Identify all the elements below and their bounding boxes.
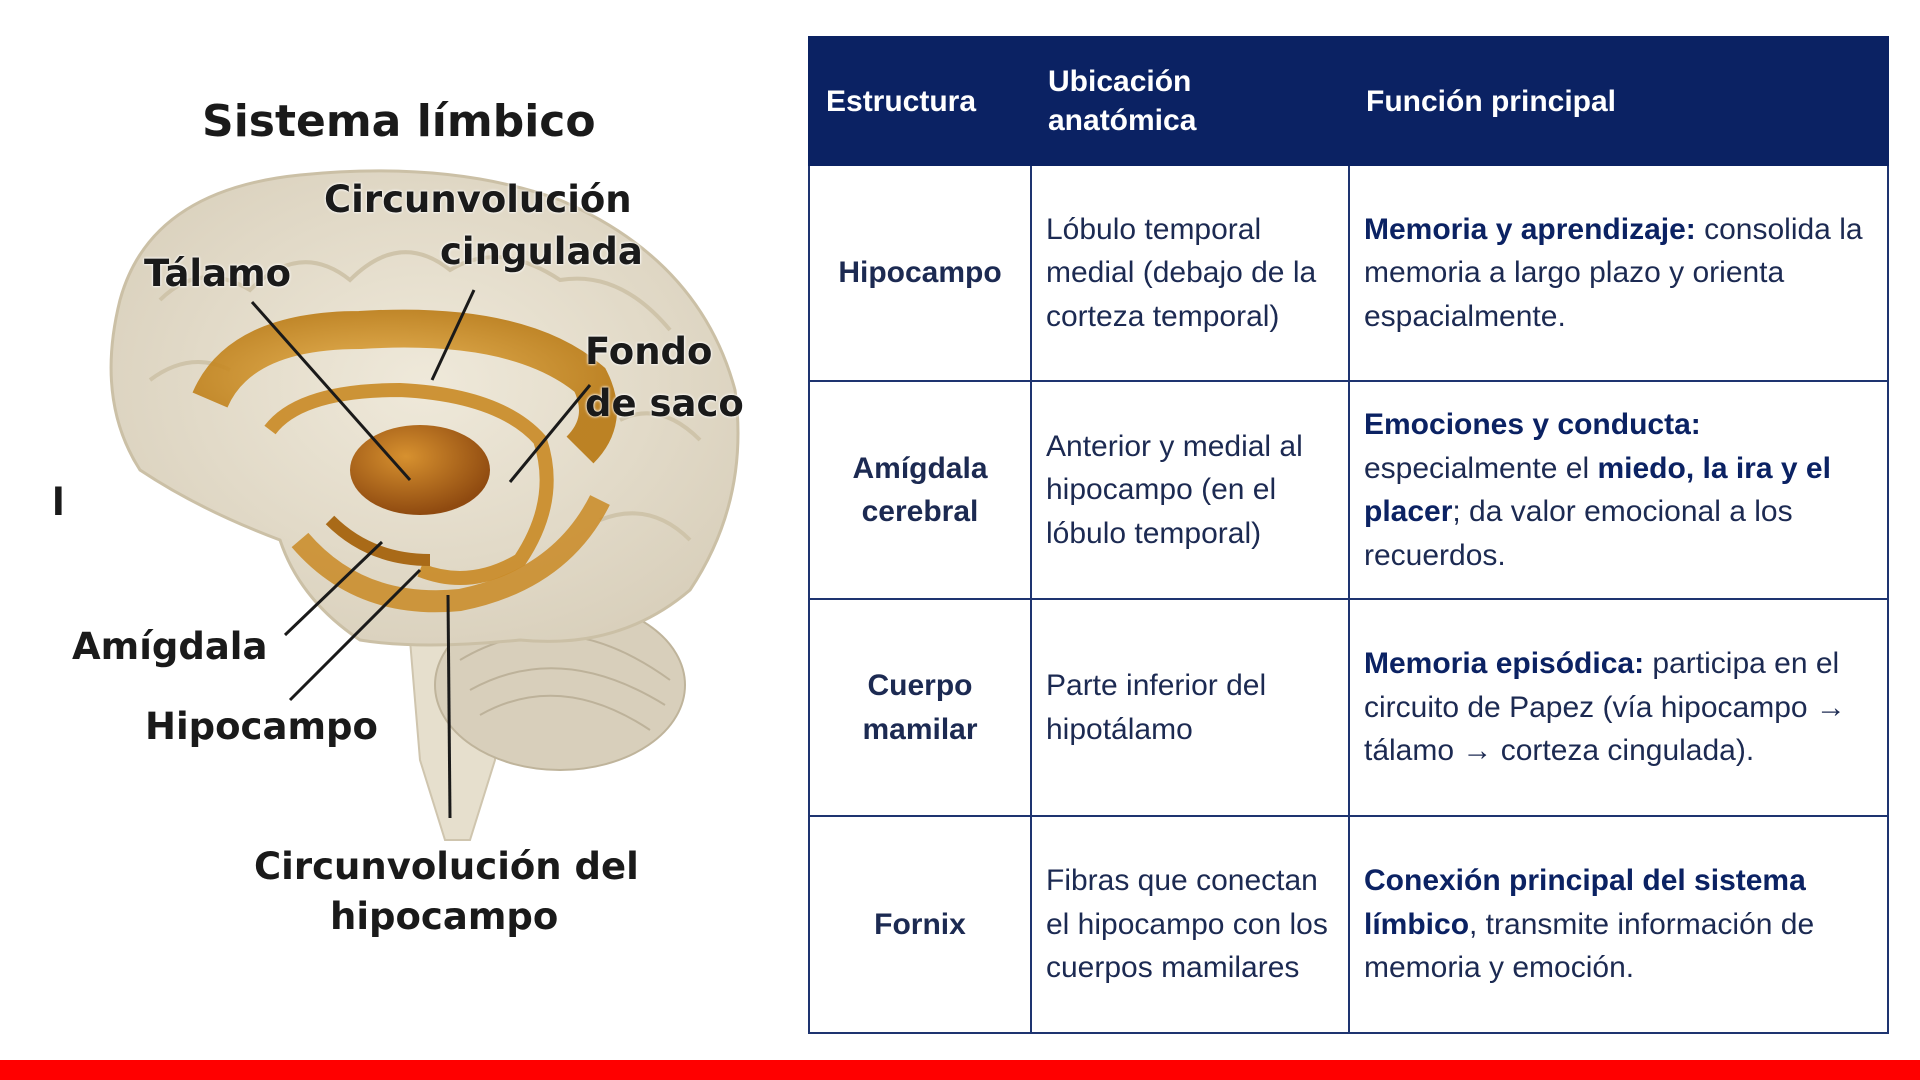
table-row: Amígdala cerebral Anterior y medial al h… (808, 380, 1889, 600)
cell-function: Memoria y aprendizaje: consolida la memo… (1348, 164, 1889, 382)
label-parahippocampal-line2: hipocampo (330, 895, 559, 938)
header-function: Función principal (1348, 36, 1889, 166)
function-bold: Conexión principal del sistema límbico (1364, 864, 1806, 941)
function-text: , transmite información de memoria y emo… (1364, 907, 1815, 985)
cell-function: Memoria episódica: participa en el circu… (1348, 598, 1889, 817)
figure-title: Sistema límbico (202, 96, 596, 147)
cell-structure: Cuerpo mamilar (808, 598, 1032, 817)
accent-bar (0, 1060, 1920, 1080)
label-amygdala: Amígdala (72, 625, 268, 668)
label-thalamus: Tálamo (144, 252, 292, 295)
label-cingulate-gyrus-line2: cingulada (440, 230, 643, 273)
function-bold-2: miedo, la ira y el placer (1364, 451, 1831, 529)
cell-location: Anterior y medial al hipocampo (en el ló… (1030, 380, 1350, 600)
cell-structure: Amígdala cerebral (808, 380, 1032, 600)
function-text: participa en el circuito de Papez (vía h… (1364, 647, 1846, 768)
table-row: Cuerpo mamilar Parte inferior del hipotá… (808, 598, 1889, 817)
cell-function: Emociones y conducta: especialmente el m… (1348, 380, 1889, 600)
label-fornix-line1: Fondo (585, 330, 713, 373)
function-bold: Memoria episódica: (1364, 647, 1645, 681)
label-fornix-line2: de saco (585, 382, 744, 425)
cell-location: Fibras que conectan el hipocampo con los… (1030, 815, 1350, 1034)
label-cingulate-gyrus-line1: Circunvolución (324, 178, 632, 221)
label-stray-character: l (52, 481, 65, 524)
function-text-2: ; da valor emocional a los recuerdos. (1364, 495, 1793, 572)
header-structure: Estructura (808, 36, 1032, 166)
function-bold: Memoria y aprendizaje: (1364, 212, 1696, 246)
table-header-row: Estructura Ubicación anatómica Función p… (808, 36, 1889, 166)
header-location: Ubicación anatómica (1030, 36, 1350, 166)
cell-location: Parte inferior del hipotálamo (1030, 598, 1350, 817)
limbic-structures-table: Estructura Ubicación anatómica Función p… (808, 36, 1889, 1034)
limbic-system-figure: Sistema límbico Circunvolución cingulada… (0, 0, 790, 1040)
brain-illustration (109, 169, 740, 841)
cell-location: Lóbulo temporal medial (debajo de la cor… (1030, 164, 1350, 382)
cell-function: Conexión principal del sistema límbico, … (1348, 815, 1889, 1034)
cell-structure: Fornix (808, 815, 1032, 1034)
label-hippocampus: Hipocampo (145, 705, 378, 748)
table-row: Fornix Fibras que conectan el hipocampo … (808, 815, 1889, 1034)
table-row: Hipocampo Lóbulo temporal medial (debajo… (808, 164, 1889, 382)
label-parahippocampal-line1: Circunvolución del (254, 845, 639, 888)
function-text: consolida la memoria a largo plazo y ori… (1364, 212, 1863, 333)
function-text: especialmente el (1364, 451, 1598, 485)
function-bold: Emociones y conducta: (1364, 408, 1701, 441)
cell-structure: Hipocampo (808, 164, 1032, 382)
